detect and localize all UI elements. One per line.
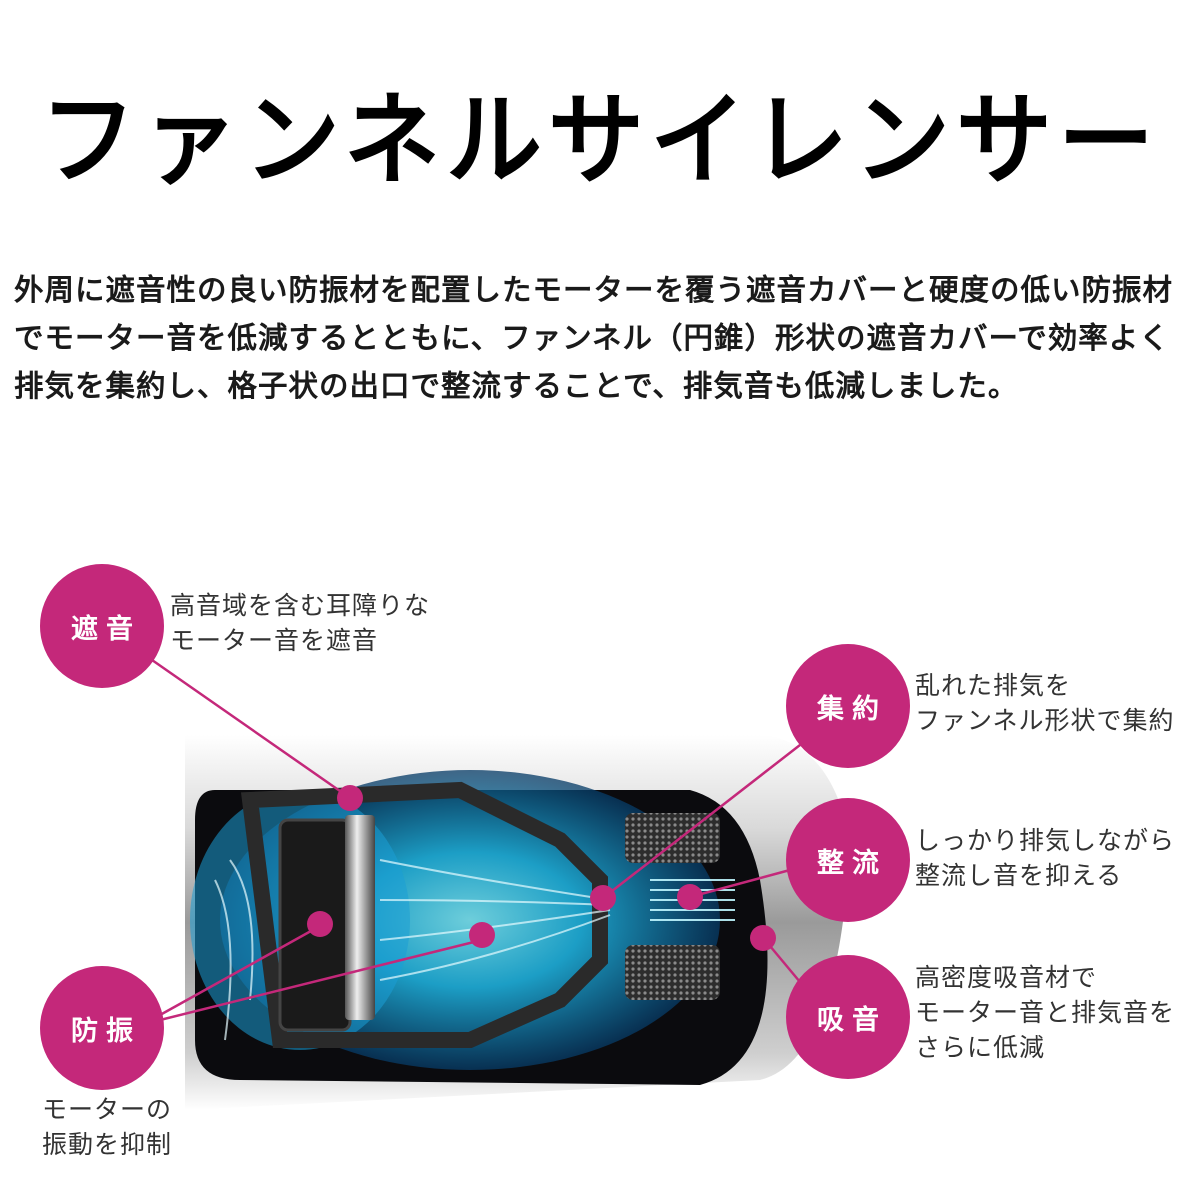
page-title: ファンネルサイレンサー — [39, 81, 1161, 200]
callout-note-vibration-damping: モーターの 振動を抑制 — [42, 1095, 173, 1159]
callout-note-consolidation: 乱れた排気を ファンネル形状で集約 — [915, 671, 1175, 735]
callout-note-flow-rectification: しっかり排気しながら 整流し音を抑える — [915, 826, 1176, 890]
funnel-silencer-diagram: 遮音 高音域を含む耳障りな モーター音を遮音 集約 乱れた排気を ファンネル形状… — [0, 540, 1200, 1200]
motor-cutaway-illustration — [151, 658, 850, 1110]
callout-sound-absorption: 吸音 — [786, 955, 910, 1079]
callout-label: 吸音 — [817, 1004, 887, 1036]
description-text: 外周に遮音性の良い防振材を配置したモーターを覆う遮音カバーと硬度の低い防振材でモ… — [14, 273, 1174, 403]
callout-label: 遮音 — [71, 613, 141, 645]
callout-label: 整流 — [817, 847, 887, 879]
callout-note-sound-absorption: 高密度吸音材で モーター音と排気音を さらに低減 — [915, 963, 1176, 1062]
callout-vibration-damping: 防振 — [40, 966, 164, 1090]
callout-consolidation: 集約 — [786, 644, 910, 768]
callout-note-sound-insulation: 高音域を含む耳障りな モーター音を遮音 — [170, 591, 431, 655]
callout-flow-rectification: 整流 — [786, 798, 910, 922]
callout-sound-insulation: 遮音 — [40, 564, 164, 688]
callout-label: 集約 — [817, 693, 887, 725]
callout-label: 防振 — [71, 1015, 141, 1047]
